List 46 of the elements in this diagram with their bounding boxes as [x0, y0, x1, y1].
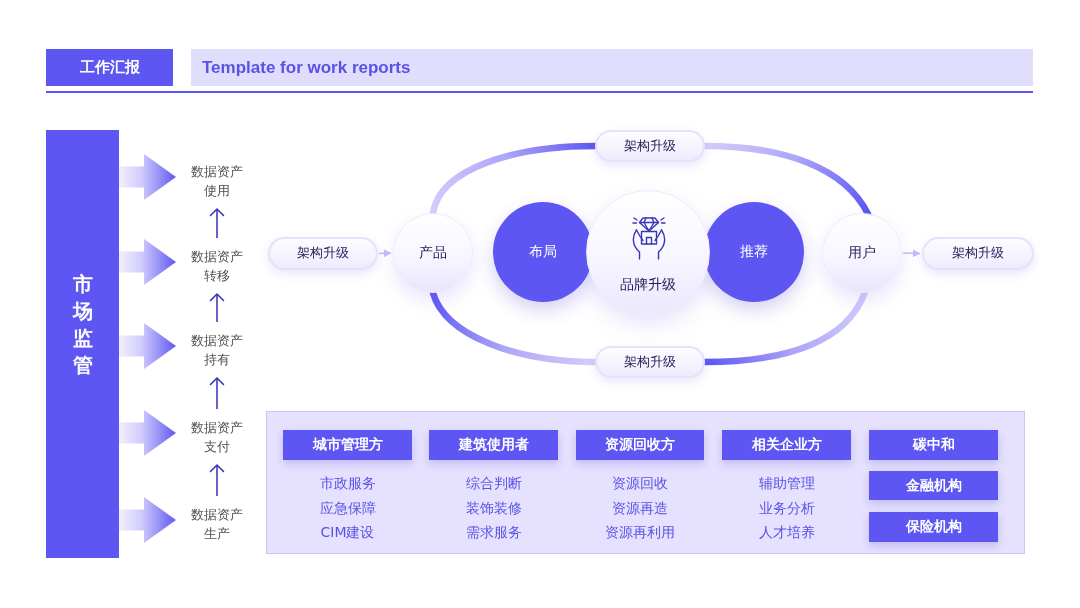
list-text: 辅助管理 [757, 474, 816, 492]
arrow [209, 293, 225, 323]
list-text: 市政服务 [318, 474, 377, 492]
stage-label: 数据资产持有 [176, 322, 258, 378]
arrow [209, 208, 225, 239]
vertical-banner: 市场监管 [46, 130, 119, 558]
block-arrow [119, 323, 176, 369]
block-arrow [119, 410, 176, 456]
category-header: 城市管理方 [283, 430, 412, 460]
list-text: 综合判断 [464, 474, 523, 492]
block-arrow [119, 154, 176, 200]
list-text: 装饰装修 [464, 498, 523, 517]
list-text: 资源再造 [611, 498, 669, 517]
list-text: 应急保障 [318, 498, 377, 517]
list-text: 人才培养 [757, 523, 816, 541]
category-header: 碳中和 [869, 430, 998, 460]
list-text: 业务分析 [757, 498, 816, 517]
block-arrow [119, 239, 176, 285]
list-text: 资源再利用 [604, 523, 676, 541]
arrow [902, 249, 921, 258]
arrow [209, 377, 225, 410]
block-arrow [119, 497, 176, 543]
category-header: 资源回收方 [576, 430, 704, 460]
pill-tag: 架构升级 [595, 130, 705, 162]
content-panel [266, 411, 1025, 554]
pill-tag: 架构升级 [595, 346, 705, 378]
category-header: 建筑使用者 [429, 430, 558, 460]
pill-tag: 架构升级 [922, 237, 1034, 270]
arrow [378, 249, 392, 258]
category-header: 金融机构 [869, 471, 998, 500]
stage-label: 数据资产支付 [176, 409, 258, 465]
title-tab: 工作汇报 [46, 49, 173, 86]
category-header: 相关企业方 [722, 430, 851, 460]
list-text: 资源回收 [611, 474, 669, 492]
subtitle-bar: Template for work reports [191, 49, 1033, 86]
circle-node: 用户 [822, 213, 902, 293]
pill-tag: 架构升级 [268, 237, 378, 270]
stage-label: 数据资产生产 [176, 496, 258, 552]
circle-node: 产品 [393, 213, 473, 293]
stage-label: 数据资产使用 [176, 153, 258, 209]
list-text: 需求服务 [464, 523, 523, 541]
circle-label: 品牌升级 [619, 275, 677, 293]
stage-label: 数据资产转移 [176, 238, 258, 294]
category-header: 保险机构 [869, 512, 998, 542]
list-text: CIM建设 [319, 523, 376, 541]
arrow [209, 464, 225, 497]
